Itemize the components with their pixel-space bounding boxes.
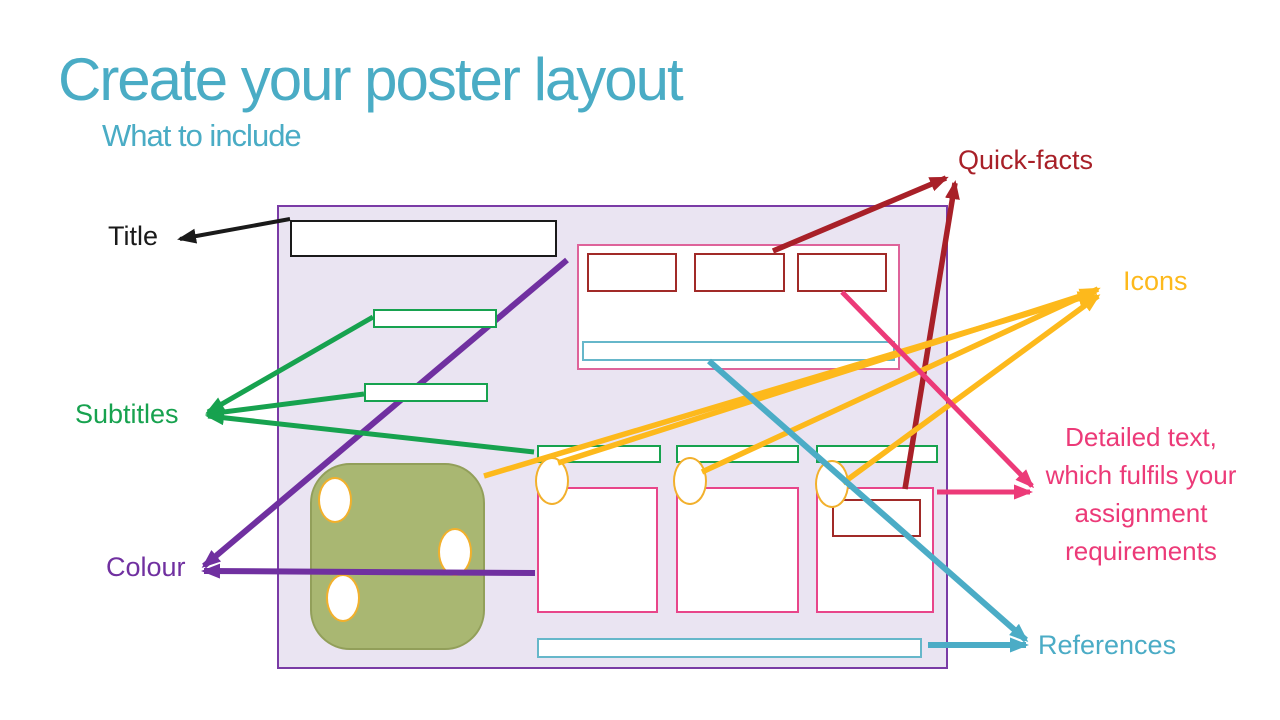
title-placeholder (290, 220, 557, 257)
column-icon-oval-2 (673, 457, 707, 505)
dice-dot-icon-3 (326, 574, 360, 622)
label-references: References (1038, 630, 1177, 660)
column-icon-oval-3 (815, 460, 849, 508)
quickfact-box-1 (587, 253, 677, 292)
page-title: Create your poster layout (58, 46, 684, 113)
quickfact-box-2 (694, 253, 785, 292)
label-colour: Colour (106, 552, 186, 582)
column-icon-oval-1 (535, 457, 569, 505)
quickfact-box-3 (797, 253, 887, 292)
quickfacts-teal-bar (582, 341, 895, 361)
label-subtitles: Subtitles (75, 399, 179, 429)
label-quick-facts: Quick-facts (958, 145, 1094, 175)
dice-dot-icon-1 (318, 477, 352, 523)
quickfact-inner-box (832, 499, 921, 537)
label-title: Title (108, 221, 159, 251)
dice-dot-icon-2 (438, 528, 472, 576)
references-bar (537, 638, 922, 658)
label-icons: Icons (1123, 266, 1188, 296)
column-text-box-1 (537, 487, 658, 613)
label-detailed-text: Detailed text, which fulfils your assign… (1045, 422, 1237, 566)
subtitle-bar-1 (373, 309, 497, 328)
page-subtitle: What to include (102, 118, 302, 153)
arrow-title (177, 217, 291, 244)
column-text-box-2 (676, 487, 799, 613)
subtitle-bar-2 (364, 383, 488, 402)
